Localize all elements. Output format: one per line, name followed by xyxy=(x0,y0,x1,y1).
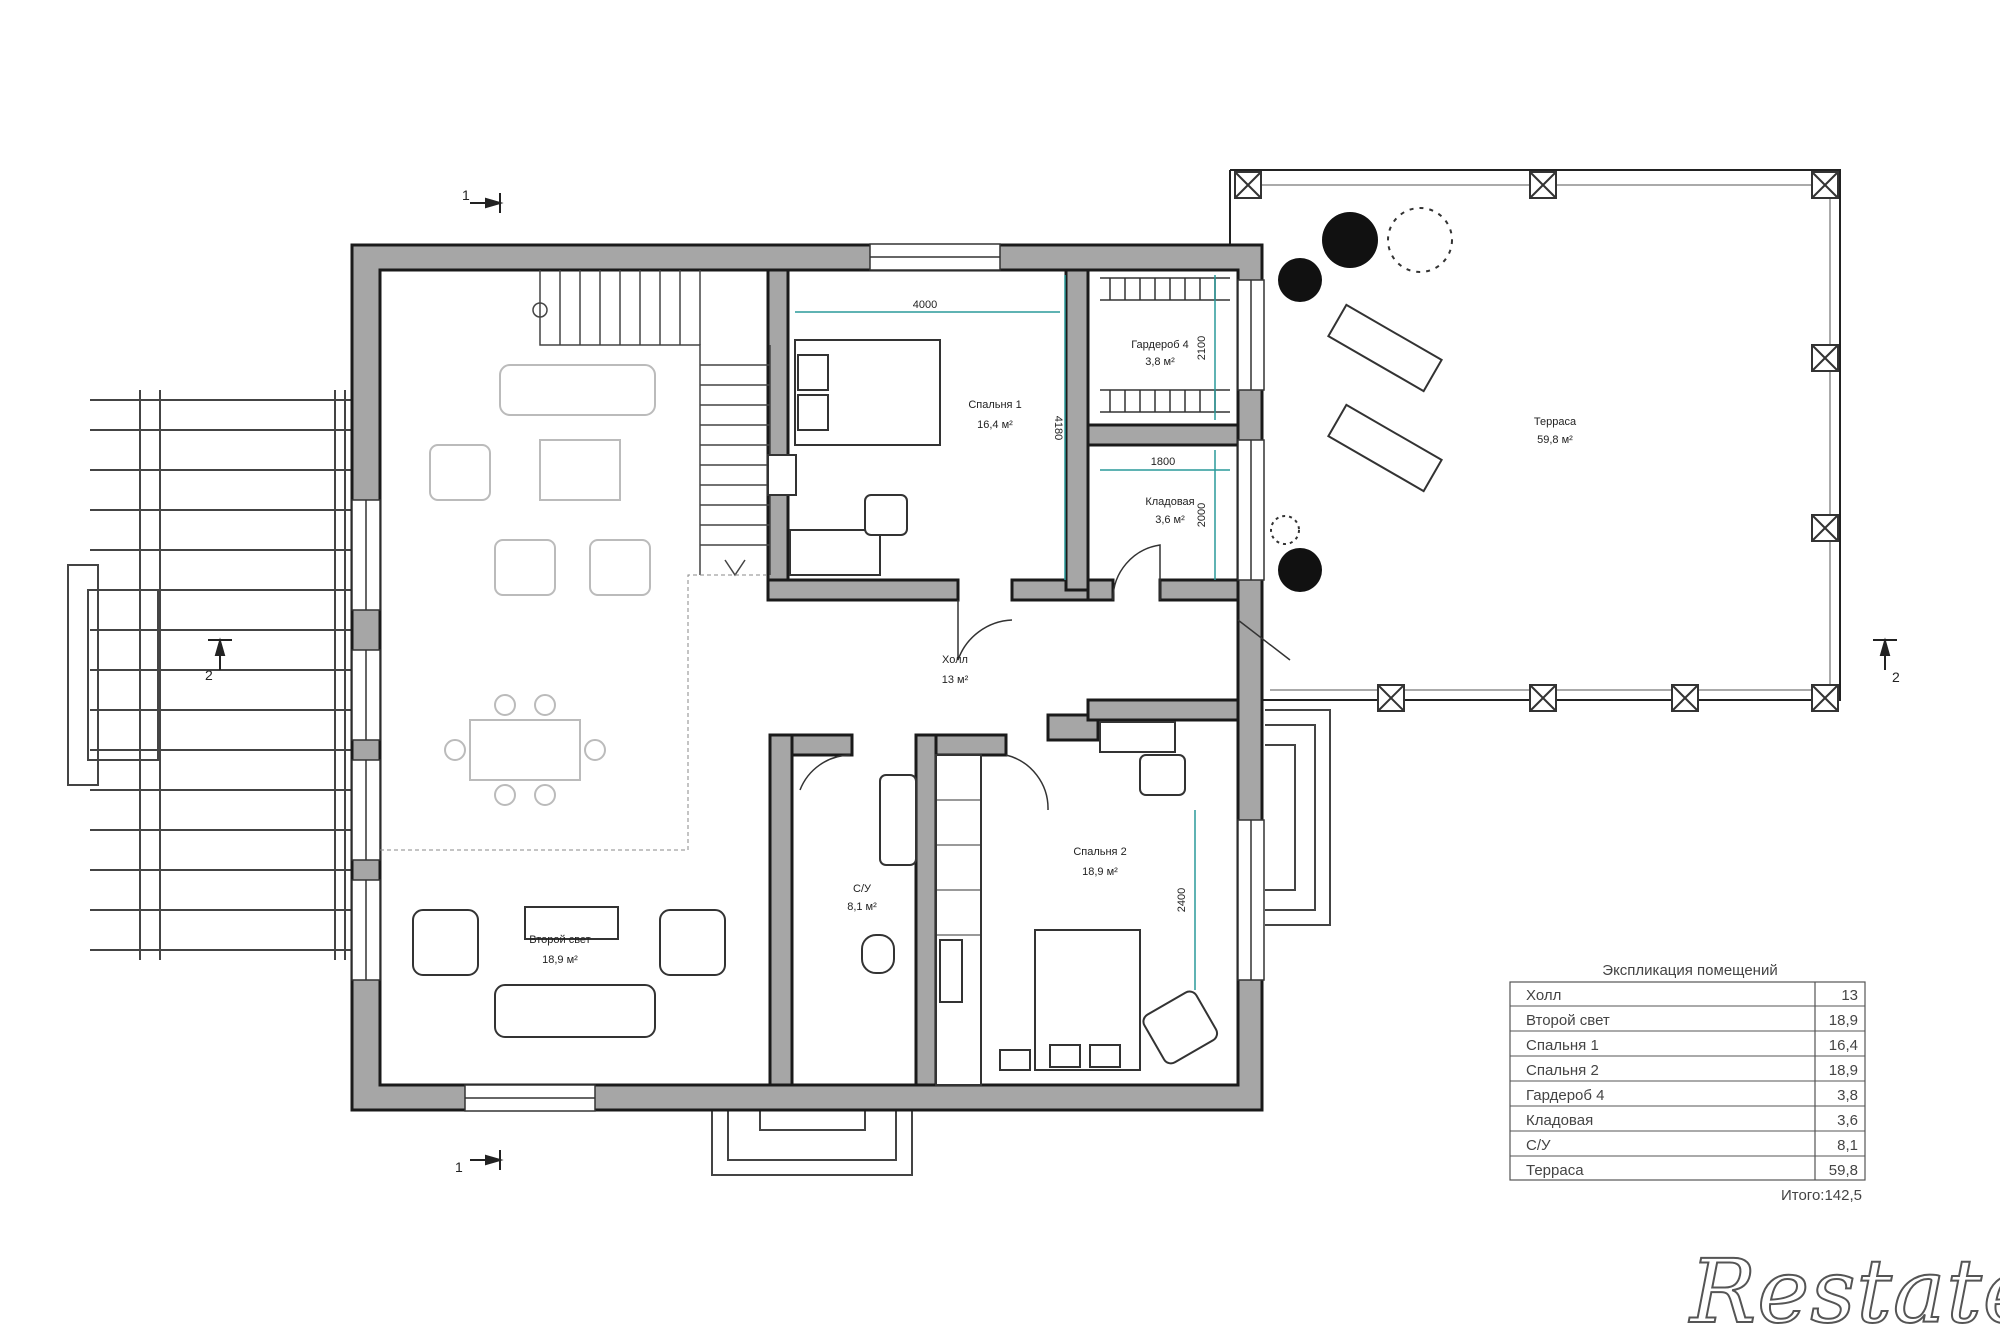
wardrobe-shelves xyxy=(1100,277,1230,413)
explication-row-value: 59,8 xyxy=(1829,1162,1858,1179)
sun-lounger-2 xyxy=(1327,403,1443,493)
explication-row-name: Холл xyxy=(1526,987,1561,1004)
second-light-furniture xyxy=(412,906,726,1038)
staircase xyxy=(532,270,771,577)
room-name-pantry: Кладовая xyxy=(1145,496,1194,508)
bedroom1-furniture xyxy=(767,339,941,576)
room-name-second-light: Второй свет xyxy=(529,934,590,946)
room-area-terrace: 59,8 м² xyxy=(1537,434,1573,446)
room-area-bathroom: 8,1 м² xyxy=(847,901,877,913)
explication-row-value: 13 xyxy=(1841,987,1858,1004)
dim-pantry-width: 1800 xyxy=(1151,456,1175,468)
explication-row-value: 3,6 xyxy=(1837,1112,1858,1129)
explication-row-name: С/У xyxy=(1526,1137,1551,1154)
section-label-left: 2 xyxy=(205,667,213,683)
section-label-right: 2 xyxy=(1892,669,1900,685)
bottom-balcony xyxy=(711,1110,913,1176)
explication-total: Итого:142,5 xyxy=(1781,1187,1862,1204)
section-label-bottom: 1 xyxy=(455,1159,463,1175)
section-marker-left xyxy=(208,637,232,670)
bathroom-fixtures xyxy=(861,754,982,1086)
balcony-railing xyxy=(67,390,355,960)
room-area-wardrobe: 3,8 м² xyxy=(1145,356,1175,368)
explication-row-name: Спальня 1 xyxy=(1526,1037,1599,1054)
room-area-bedroom2: 18,9 м² xyxy=(1082,866,1118,878)
explication-row-value: 3,8 xyxy=(1837,1087,1858,1104)
doors xyxy=(799,544,1291,811)
dim-bed1-width: 4000 xyxy=(913,299,937,311)
explication-row-value: 8,1 xyxy=(1837,1137,1858,1154)
dim-pantry-height: 2000 xyxy=(1196,503,1208,527)
explication-row-name: Спальня 2 xyxy=(1526,1062,1599,1079)
explication-row-name: Второй свет xyxy=(1526,1012,1610,1029)
room-name-hall: Холл xyxy=(942,654,968,666)
explication-row-value: 18,9 xyxy=(1829,1012,1858,1029)
void-boundary xyxy=(380,574,768,851)
windows xyxy=(351,243,1265,1112)
room-area-second-light: 18,9 м² xyxy=(542,954,578,966)
section-marker-bottom xyxy=(470,1150,504,1170)
room-area-hall: 13 м² xyxy=(942,674,969,686)
dim-bed2-height: 2400 xyxy=(1176,888,1188,912)
interior-walls xyxy=(766,268,1240,1087)
explication-row-name: Терраса xyxy=(1526,1162,1584,1179)
section-marker-right xyxy=(1873,637,1897,670)
section-label-top: 1 xyxy=(462,187,470,203)
room-area-pantry: 3,6 м² xyxy=(1155,514,1185,526)
room-area-bedroom1: 16,4 м² xyxy=(977,419,1013,431)
restate-logo: Restate xyxy=(1689,1239,2000,1343)
explication-title: Экспликация помещений xyxy=(1602,962,1777,979)
plant-icon xyxy=(1270,207,1453,592)
living-furniture xyxy=(429,364,656,806)
explication-row-name: Кладовая xyxy=(1526,1112,1593,1129)
sun-lounger-1 xyxy=(1327,303,1443,393)
dim-bed1-height: 4180 xyxy=(1052,416,1064,440)
section-marker-top xyxy=(470,193,504,213)
room-name-terrace: Терраса xyxy=(1534,416,1577,428)
room-name-bathroom: С/У xyxy=(853,883,872,895)
room-name-bedroom2: Спальня 2 xyxy=(1073,846,1126,858)
room-name-bedroom1: Спальня 1 xyxy=(968,399,1021,411)
explication-table: Экспликация помещений Холл 13 Второй све… xyxy=(1509,962,1866,1204)
bedroom2-furniture xyxy=(999,721,1219,1071)
terrace-outline xyxy=(1229,169,1841,712)
explication-row-value: 16,4 xyxy=(1829,1037,1858,1054)
explication-row-value: 18,9 xyxy=(1829,1062,1858,1079)
dimension-lines xyxy=(795,275,1230,990)
right-balcony xyxy=(1265,709,1331,926)
room-name-wardrobe: Гардероб 4 xyxy=(1131,339,1189,351)
explication-row-name: Гардероб 4 xyxy=(1526,1087,1605,1104)
terrace-columns xyxy=(1234,171,1839,712)
dim-wardrobe-height: 2100 xyxy=(1196,336,1208,360)
